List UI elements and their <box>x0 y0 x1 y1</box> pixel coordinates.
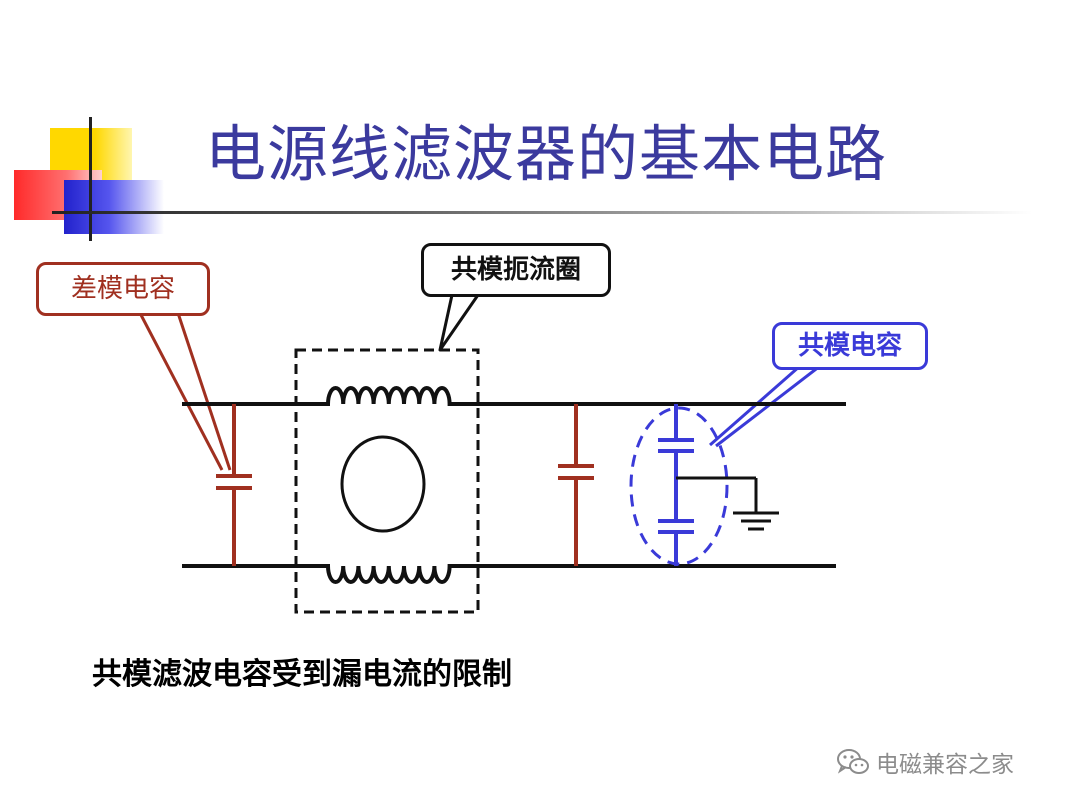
dm-capacitor-left <box>216 404 252 566</box>
upper-inductor-coil <box>322 386 452 406</box>
power-lines <box>182 402 846 568</box>
dm-callout-pointer <box>138 312 232 471</box>
caption-text: 共模滤波电容受到漏电流的限制 <box>92 657 512 692</box>
choke-callout-pointer <box>438 294 480 352</box>
watermark-text: 电磁兼容之家 <box>876 752 1014 778</box>
lower-inductor-coil <box>322 564 452 584</box>
choke-dashed-box <box>294 348 480 614</box>
dm-capacitor-right <box>558 404 594 566</box>
watermark: 电磁兼容之家 <box>836 742 1014 782</box>
cm-capacitor-highlight <box>629 406 729 566</box>
cm-choke-callout: 共模扼流圈 <box>421 243 611 297</box>
decor-blue-square <box>64 180 164 234</box>
wechat-icon <box>837 749 869 774</box>
ground-symbol <box>676 476 779 531</box>
cm-capacitors <box>658 404 694 566</box>
ferrite-core <box>340 435 426 533</box>
decor-vertical-line <box>89 117 92 241</box>
dm-capacitor-callout: 差模电容 <box>36 262 210 316</box>
cm-capacitor-callout: 共模电容 <box>772 322 928 370</box>
page-title: 电源线滤波器的基本电路 <box>205 119 888 190</box>
title-underline <box>52 211 1032 214</box>
